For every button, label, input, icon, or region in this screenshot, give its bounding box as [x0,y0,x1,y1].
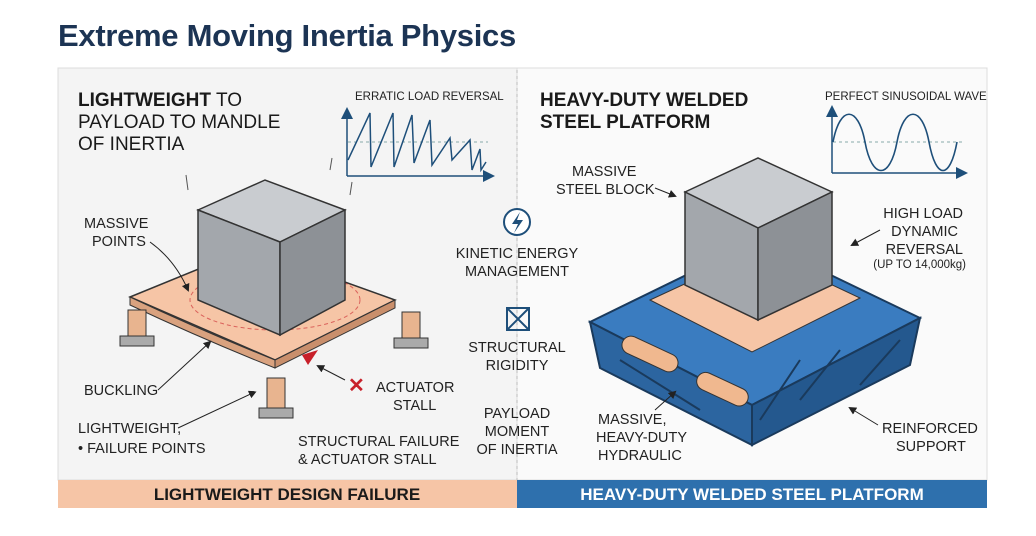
erratic-load-graph [341,107,495,182]
label-high-load: HIGH LOAD [883,206,963,222]
sine-graph-title: PERFECT SINUSOIDAL WAVE [825,91,987,103]
right-steel-block [683,157,834,322]
label-load-capacity: (UP TO 14,000kg) [873,259,966,271]
label-massive-hydraulic: MASSIVE, [598,412,667,428]
label-stall: STALL [393,398,436,414]
label-massive-points-2: POINTS [92,234,146,250]
label-kinetic: KINETIC ENERGY [456,246,579,262]
label-of-inertia: OF INERTIA [476,442,557,458]
left-steel-block [185,157,353,337]
erratic-line [347,112,487,173]
label-lightweight: LIGHTWEIGHT, [78,421,181,437]
label-massive: MASSIVE [572,164,637,180]
label-massive-points: MASSIVE [84,216,149,232]
label-reversal: REVERSAL [886,242,963,258]
label-hydraulic: HYDRAULIC [598,448,682,464]
x-icon: ✕ [348,375,365,397]
label-rigidity: RIGIDITY [486,358,549,374]
label-structural-failure: STRUCTURAL FAILURE [298,434,460,450]
page-title: Extreme Moving Inertia Physics [58,18,516,53]
label-moment: MOMENT [485,424,550,440]
right-banner [517,480,987,508]
label-structural: STRUCTURAL [468,340,565,356]
label-buckling: BUCKLING [84,383,158,399]
left-heading-line2: PAYLOAD TO MANDLE [78,112,280,133]
label-dynamic: DYNAMIC [891,224,958,240]
label-failure-points: • FAILURE POINTS [78,441,206,457]
label-actuator-stall: & ACTUATOR STALL [298,452,437,468]
left-banner-text: LIGHTWEIGHT DESIGN FAILURE [154,485,420,504]
label-steel-block: STEEL BLOCK [556,182,655,198]
label-support: SUPPORT [896,439,966,455]
right-heading-line1: HEAVY-DUTY WELDED [540,90,748,111]
sinusoidal-graph [826,105,968,179]
label-actuator: ACTUATOR [376,380,454,396]
lightning-icon [503,208,531,236]
right-heading-line2: STEEL PLATFORM [540,112,710,133]
left-heading-line3: OF INERTIA [78,134,185,155]
label-management: MANAGEMENT [465,264,569,280]
erratic-graph-title: ERRATIC LOAD REVERSAL [355,91,504,103]
label-payload: PAYLOAD [484,406,550,422]
right-banner-text: HEAVY-DUTY WELDED STEEL PLATFORM [580,485,923,504]
label-reinforced: REINFORCED [882,421,978,437]
structure-icon [506,307,530,331]
sine-line [832,113,958,172]
left-banner [58,480,517,508]
label-heavy-duty: HEAVY-DUTY [596,430,687,446]
